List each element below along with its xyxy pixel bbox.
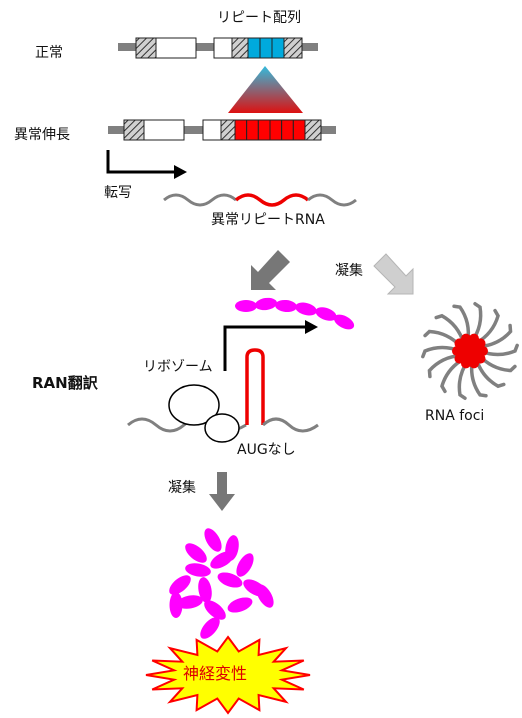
repeat-sequence-label: リピート配列 bbox=[217, 10, 301, 26]
foci-core-blob bbox=[454, 353, 465, 364]
normal-label: 正常 bbox=[35, 45, 63, 61]
transcription-label: 転写 bbox=[104, 185, 132, 201]
aggregation-label-bottom: 凝集 bbox=[168, 480, 196, 496]
aggregated-protein-unit bbox=[200, 617, 220, 639]
nascent-protein-chain bbox=[235, 297, 355, 330]
aggregated-protein-unit bbox=[204, 600, 226, 620]
expansion-triangle bbox=[228, 66, 303, 113]
aggregated-protein-unit bbox=[225, 535, 239, 561]
expanded-repeat-unit bbox=[281, 119, 294, 141]
expanded-gene bbox=[108, 119, 336, 141]
foci-core-blob bbox=[478, 346, 488, 356]
aggregation-arrow-down bbox=[209, 472, 235, 511]
rna-foci-label: RNA foci bbox=[425, 408, 485, 424]
aggregated-protein-unit bbox=[204, 528, 222, 552]
aggregated-protein-unit bbox=[198, 577, 212, 603]
aggregation-arrow-dark bbox=[251, 250, 290, 290]
ran-translation-label: RAN翻訳 bbox=[32, 374, 98, 392]
protein-unit bbox=[255, 297, 277, 311]
aggregated-protein-unit bbox=[185, 543, 207, 563]
transcription-arrow bbox=[106, 150, 187, 179]
aggregated-protein-unit bbox=[217, 572, 243, 588]
ribosome-label: リボゾーム bbox=[143, 359, 213, 375]
protein-aggregate bbox=[169, 528, 274, 639]
normal-repeat-units bbox=[247, 37, 285, 59]
aggregation-arrow-light bbox=[373, 253, 414, 295]
abnormal-rna bbox=[163, 193, 357, 207]
rna-foci bbox=[421, 302, 519, 400]
foci-core-blob bbox=[469, 358, 480, 369]
no-aug-label: AUGなし bbox=[237, 442, 296, 458]
aggregated-protein-unit bbox=[256, 584, 274, 608]
normal-repeat-unit bbox=[271, 37, 285, 59]
foci-core-blob bbox=[475, 338, 486, 349]
expanded-repeat-unit bbox=[246, 119, 259, 141]
aggregated-protein-unit bbox=[169, 592, 183, 618]
abnormal-expansion-label: 異常伸長 bbox=[14, 127, 70, 143]
foci-core-blob bbox=[452, 346, 462, 356]
neurodegeneration-burst bbox=[145, 635, 311, 715]
aggregated-protein-unit bbox=[236, 553, 254, 577]
expanded-repeat-unit bbox=[269, 119, 283, 141]
aggregated-protein-unit bbox=[227, 597, 253, 613]
normal-repeat-unit bbox=[259, 37, 273, 59]
neurodegeneration-label: 神経変性 bbox=[183, 664, 248, 683]
expanded-repeat-unit bbox=[292, 119, 306, 141]
aggregated-protein-unit bbox=[169, 575, 191, 595]
protein-unit bbox=[295, 302, 317, 316]
aggregation-label-top: 凝集 bbox=[335, 263, 363, 279]
protein-unit bbox=[235, 300, 257, 312]
protein-unit bbox=[333, 314, 355, 330]
aggregated-protein-unit bbox=[177, 595, 203, 609]
protein-unit bbox=[275, 299, 297, 313]
abnormal-repeat-rna-label: 異常リピートRNA bbox=[211, 212, 325, 228]
normal-gene bbox=[118, 37, 318, 59]
normal-repeat-unit bbox=[247, 37, 261, 59]
expanded-repeat-unit bbox=[234, 119, 248, 141]
ribosome bbox=[168, 384, 240, 443]
protein-unit bbox=[315, 307, 337, 321]
foci-core-blob bbox=[460, 333, 471, 344]
translation-arrow bbox=[223, 320, 318, 371]
hairpin bbox=[245, 348, 265, 425]
expanded-repeat-units bbox=[234, 119, 306, 141]
aggregated-protein-unit bbox=[185, 563, 211, 577]
expanded-repeat-unit bbox=[257, 119, 271, 141]
